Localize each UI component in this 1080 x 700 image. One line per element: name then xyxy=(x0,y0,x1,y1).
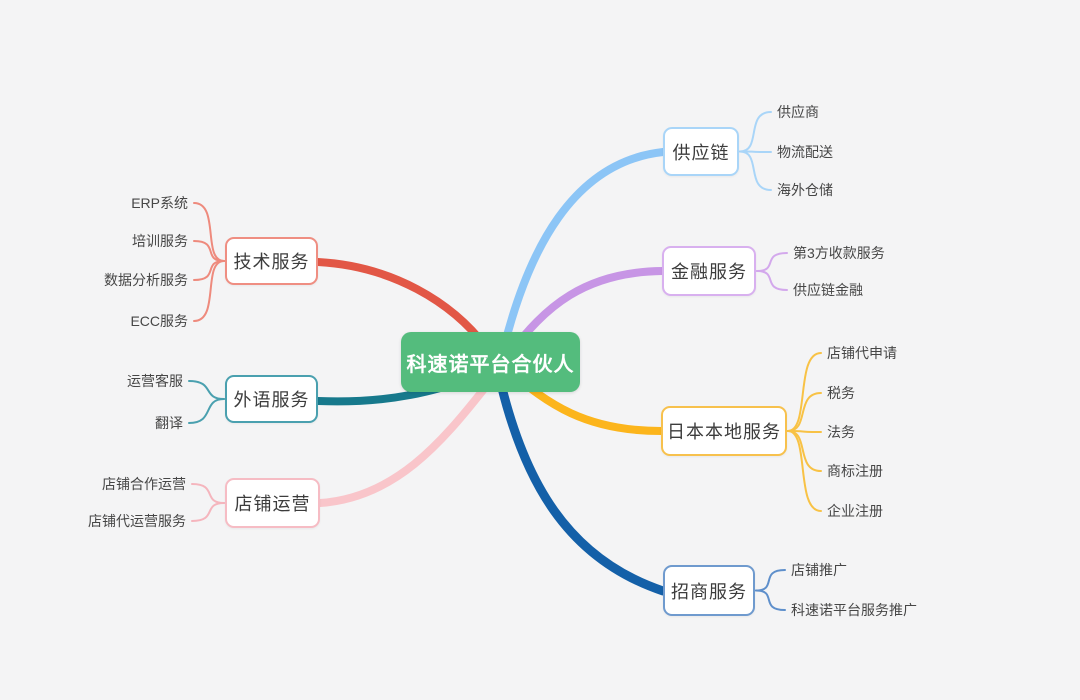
child-topic-supply-chain-2[interactable]: 海外仓储 xyxy=(777,182,833,198)
child-topic-store-operations-1[interactable]: 店铺代运营服务 xyxy=(88,513,186,529)
child-line-supply-chain xyxy=(739,111,772,153)
child-line-technical-services xyxy=(193,260,225,322)
child-line-japan-local-services xyxy=(787,352,822,432)
branch-node-japan-local-services[interactable]: 日本本地服务 xyxy=(661,406,787,456)
child-topic-japan-local-services-2[interactable]: 法务 xyxy=(827,424,855,440)
child-line-foreign-language-services xyxy=(188,380,225,400)
child-topic-foreign-language-services-0[interactable]: 运营客服 xyxy=(127,373,183,389)
child-line-japan-local-services xyxy=(787,430,822,472)
child-topic-supply-chain-0[interactable]: 供应商 xyxy=(777,104,819,120)
child-topic-financial-services-1[interactable]: 供应链金融 xyxy=(793,282,863,298)
child-line-foreign-language-services xyxy=(188,398,225,424)
child-line-japan-local-services xyxy=(787,392,822,432)
child-topic-japan-local-services-0[interactable]: 店铺代申请 xyxy=(827,345,897,361)
child-topic-japan-local-services-1[interactable]: 税务 xyxy=(827,385,855,401)
branch-line-investment-services xyxy=(496,379,668,596)
root-topic-node[interactable]: 科速诺平台合伙人 xyxy=(401,332,580,392)
child-line-financial-services xyxy=(756,270,788,291)
child-topic-japan-local-services-3[interactable]: 商标注册 xyxy=(827,463,883,479)
child-line-financial-services xyxy=(756,252,788,272)
child-line-supply-chain xyxy=(739,150,772,191)
branch-node-foreign-language-services[interactable]: 外语服务 xyxy=(225,375,318,423)
branch-node-financial-services[interactable]: 金融服务 xyxy=(662,246,756,296)
child-line-technical-services xyxy=(193,202,225,262)
branch-node-store-operations[interactable]: 店铺运营 xyxy=(225,478,320,528)
branch-node-technical-services[interactable]: 技术服务 xyxy=(225,237,318,285)
child-topic-store-operations-0[interactable]: 店铺合作运营 xyxy=(102,476,186,492)
child-topic-investment-services-1[interactable]: 科速诺平台服务推广 xyxy=(791,602,917,618)
child-topic-investment-services-0[interactable]: 店铺推广 xyxy=(791,562,847,578)
child-topic-technical-services-0[interactable]: ERP系统 xyxy=(131,195,188,211)
child-topic-technical-services-3[interactable]: ECC服务 xyxy=(130,313,188,329)
child-line-technical-services xyxy=(193,260,225,281)
child-line-store-operations xyxy=(191,502,225,522)
child-topic-technical-services-2[interactable]: 数据分析服务 xyxy=(104,272,188,288)
child-line-store-operations xyxy=(191,483,225,504)
branch-line-supply-chain xyxy=(500,148,667,351)
child-topic-supply-chain-1[interactable]: 物流配送 xyxy=(777,144,833,160)
child-line-investment-services xyxy=(755,589,786,611)
child-topic-technical-services-1[interactable]: 培训服务 xyxy=(132,233,188,249)
branch-line-technical-services xyxy=(314,258,490,351)
branch-line-store-operations xyxy=(316,385,488,507)
branch-node-supply-chain[interactable]: 供应链 xyxy=(663,127,739,176)
child-line-investment-services xyxy=(755,569,786,592)
branch-node-investment-services[interactable]: 招商服务 xyxy=(663,565,755,616)
child-line-japan-local-services xyxy=(787,430,822,512)
child-topic-foreign-language-services-1[interactable]: 翻译 xyxy=(155,415,183,431)
child-topic-japan-local-services-4[interactable]: 企业注册 xyxy=(827,503,883,519)
child-topic-financial-services-0[interactable]: 第3方收款服务 xyxy=(793,245,885,261)
child-line-technical-services xyxy=(193,240,225,262)
